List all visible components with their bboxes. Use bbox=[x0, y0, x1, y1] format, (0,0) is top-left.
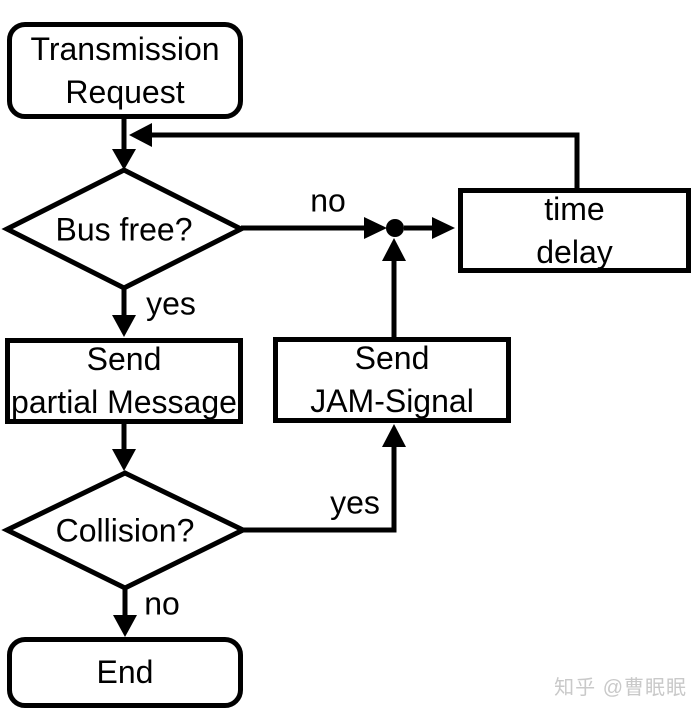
time-delay-label-line2: delay bbox=[536, 233, 613, 270]
edge-collision-yes-arrowhead bbox=[382, 424, 406, 447]
send-partial-label-line2: partial Message bbox=[11, 384, 237, 420]
decision-collision-label: Collision? bbox=[55, 512, 195, 549]
edge-label-collision-no: no bbox=[144, 585, 180, 622]
end-label: End bbox=[96, 654, 154, 690]
edge-timedelay-loopback-line bbox=[151, 132, 580, 190]
send-partial-label-line1: Send bbox=[86, 341, 162, 377]
edge-label-bus-free-no: no bbox=[310, 182, 346, 219]
transmission-request-label-line2: Request bbox=[65, 73, 185, 110]
edge-collision-yes-line bbox=[243, 447, 397, 533]
junction-dot bbox=[386, 219, 404, 237]
edge-busfree-yes-arrowhead bbox=[112, 315, 136, 337]
send-jam-label-line1: Send bbox=[354, 340, 430, 376]
edge-jam-to-junction-arrowhead bbox=[382, 238, 406, 261]
edge-collision-no-arrowhead bbox=[113, 615, 137, 637]
send-jam-label-line2: JAM-Signal bbox=[310, 383, 474, 419]
edge-timedelay-loopback-arrowhead bbox=[129, 123, 152, 147]
decision-bus-free-label: Bus free? bbox=[55, 211, 193, 248]
flow-node-transmission-request: Transmission Request bbox=[7, 22, 243, 119]
edge-sendpartial-to-collision-arrowhead bbox=[112, 449, 136, 471]
flow-node-send-jam-signal: Send JAM-Signal bbox=[273, 337, 511, 423]
flow-node-send-partial-message: Send partial Message bbox=[5, 338, 243, 424]
zhihu-watermark: 知乎 @曹眠眠 bbox=[554, 677, 687, 699]
time-delay-label-line1: time bbox=[544, 190, 605, 227]
transmission-request-label-line1: Transmission bbox=[30, 30, 220, 67]
edge-start-to-busfree-arrowhead bbox=[112, 149, 136, 170]
edge-label-bus-free-yes: yes bbox=[146, 285, 196, 322]
edge-junction-to-timedelay-arrowhead bbox=[432, 217, 455, 239]
edge-label-collision-yes: yes bbox=[330, 484, 380, 521]
flow-node-end: End bbox=[7, 637, 243, 708]
flow-node-time-delay: time delay bbox=[458, 188, 691, 273]
edge-busfree-no-arrowhead bbox=[364, 217, 387, 239]
